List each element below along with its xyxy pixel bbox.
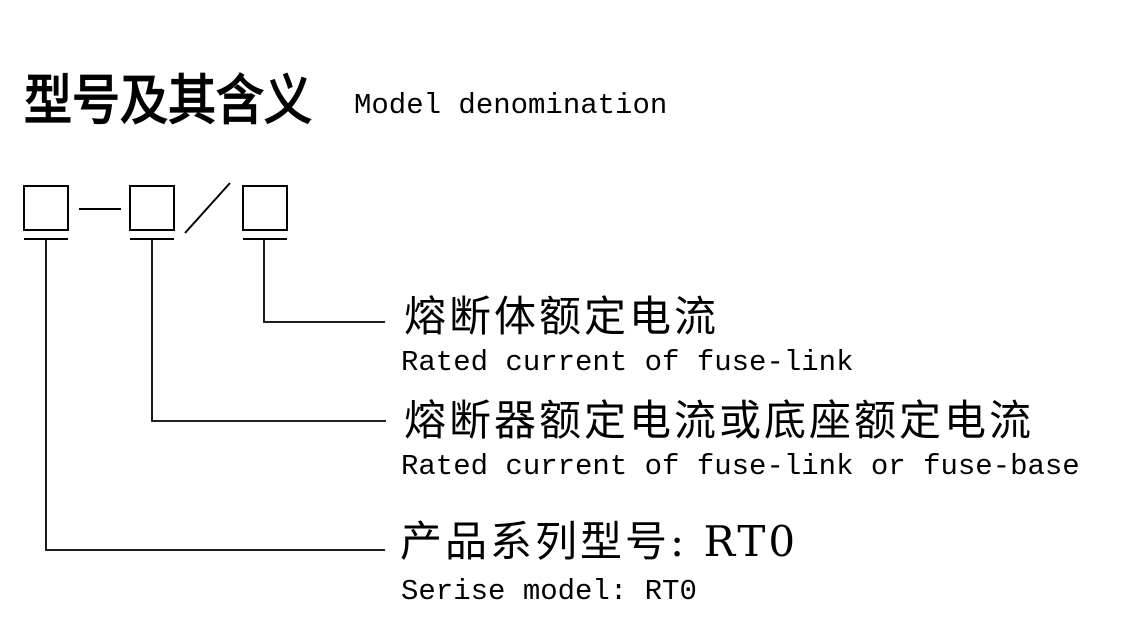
fuse-link-rated-current-text-zh: 熔断体额定电流 xyxy=(404,292,720,341)
fuse-link-current-box xyxy=(242,185,288,231)
series-model-text-zh: 产品系列型号: RT0 xyxy=(400,517,799,566)
series-model-box xyxy=(23,185,69,231)
page-subtitle: Model denomination xyxy=(354,89,668,122)
fuse-link-rated-current-text-en: Rated current of fuse-link xyxy=(401,346,854,379)
page-title: 型号及其含义 xyxy=(24,69,313,133)
series-model-text-en: Serise model: RT0 xyxy=(401,575,697,608)
fuse-or-base-rated-current-text-en: Rated current of fuse-link or fuse-base xyxy=(401,450,1080,483)
slash-separator-icon xyxy=(184,182,231,234)
fuse-rated-current-box xyxy=(129,185,175,231)
fuse-rated-current-leader-line xyxy=(151,239,386,422)
fuse-or-base-rated-current-text-zh: 熔断器额定电流或底座额定电流 xyxy=(404,396,1035,445)
series-model-leader-line xyxy=(45,239,385,551)
fuse-link-current-leader-line xyxy=(263,239,385,323)
